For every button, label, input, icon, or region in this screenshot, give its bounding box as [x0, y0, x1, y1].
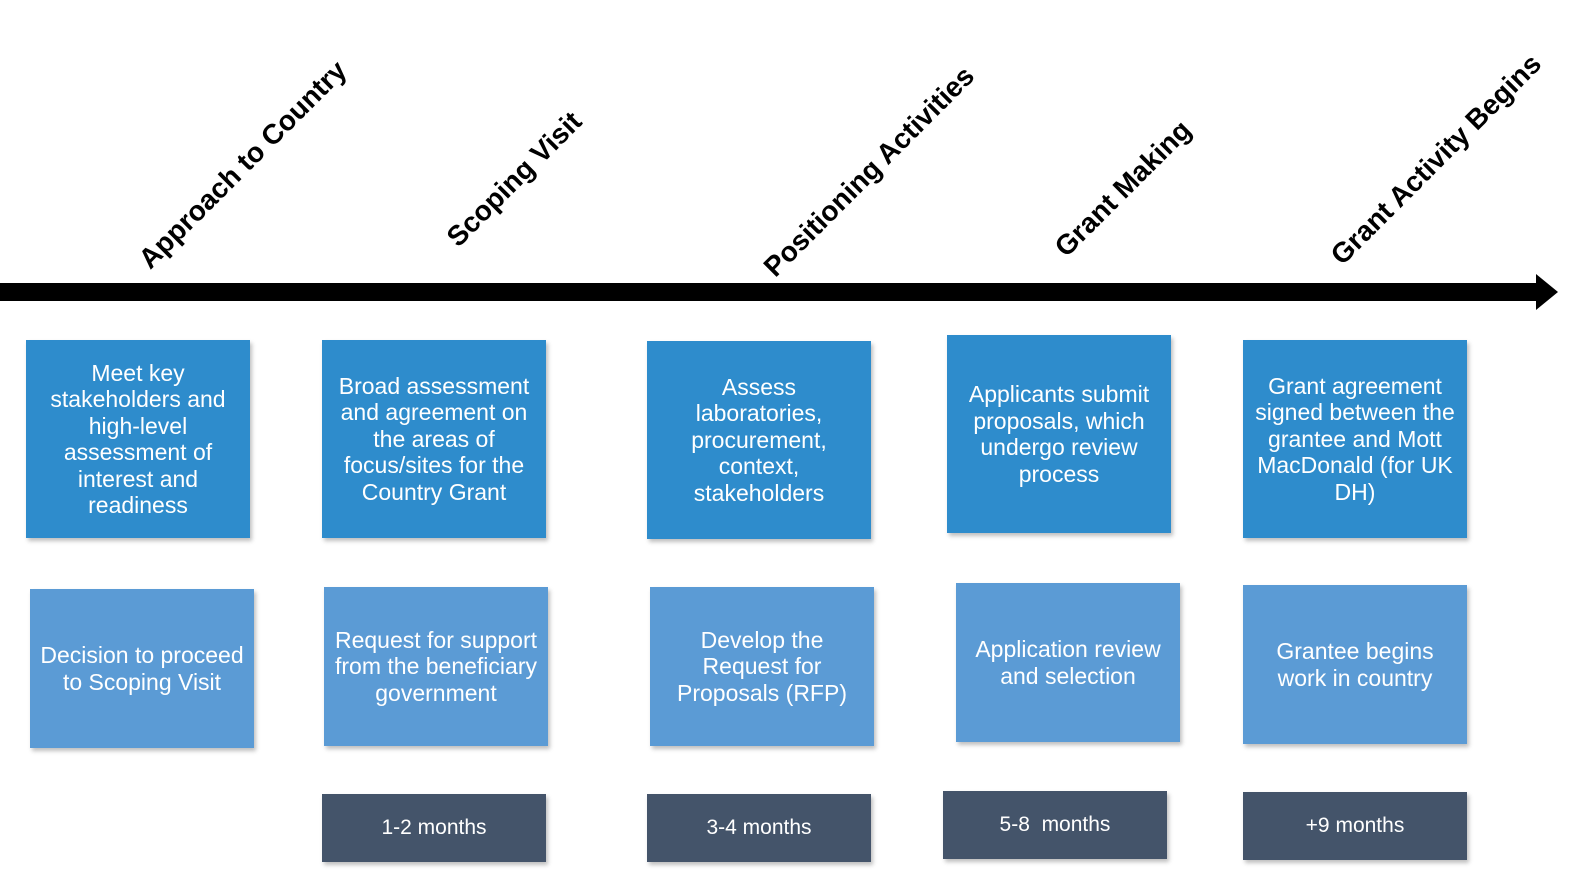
phase-description-box: Grant agreement signed between the grant…	[1243, 340, 1467, 538]
phase-label-positioning-activities: Positioning Activities	[757, 59, 981, 283]
phase-duration-box: 3-4 months	[647, 794, 871, 862]
timeline-arrow-head	[1536, 274, 1558, 310]
phase-duration-text: 3-4 months	[706, 816, 812, 839]
phase-description-text: Meet key stakeholders and high-level ass…	[50, 359, 226, 519]
phase-description-text: Grant agreement signed between the grant…	[1255, 372, 1455, 505]
phase-label-grant-making: Grant Making	[1048, 114, 1198, 263]
phase-description-box: Applicants submit proposals, which under…	[947, 335, 1171, 533]
phase-outcome-box: Application review and selection	[956, 583, 1180, 742]
phase-label-approach-to-country: Approach to Country	[132, 54, 353, 275]
phase-outcome-text: Application review and selection	[975, 636, 1161, 689]
phase-outcome-box: Grantee begins work in country	[1243, 585, 1467, 744]
phase-duration-box: +9 months	[1243, 792, 1467, 860]
phase-outcome-box: Decision to proceed to Scoping Visit	[30, 589, 254, 748]
phase-description-box: Meet key stakeholders and high-level ass…	[26, 340, 250, 538]
phase-duration-text: +9 months	[1305, 814, 1405, 837]
phase-description-text: Assess laboratories, procurement, contex…	[691, 373, 827, 506]
phase-label-grant-activity-begins: Grant Activity Begins	[1324, 47, 1548, 271]
phase-description-text: Applicants submit proposals, which under…	[968, 381, 1150, 487]
phase-description-text: Broad assessment and agreement on the ar…	[338, 372, 530, 505]
phase-outcome-text: Decision to proceed to Scoping Visit	[40, 642, 244, 695]
phase-duration-text: 1-2 months	[381, 816, 487, 839]
phase-description-box: Broad assessment and agreement on the ar…	[322, 340, 546, 538]
phase-label-scoping-visit: Scoping Visit	[440, 105, 588, 253]
phase-outcome-text: Grantee begins work in country	[1276, 638, 1434, 691]
phase-duration-box: 1-2 months	[322, 794, 546, 862]
phase-outcome-box: Develop the Request for Proposals (RFP)	[650, 587, 874, 746]
phase-duration-box: 5-8 months	[943, 791, 1167, 859]
phase-duration-text: 5-8 months	[999, 813, 1111, 836]
phase-outcome-text: Develop the Request for Proposals (RFP)	[677, 626, 847, 706]
phase-outcome-text: Request for support from the beneficiary…	[334, 626, 537, 706]
timeline-arrow-line	[0, 283, 1540, 301]
phase-description-box: Assess laboratories, procurement, contex…	[647, 341, 871, 539]
phase-outcome-box: Request for support from the beneficiary…	[324, 587, 548, 746]
